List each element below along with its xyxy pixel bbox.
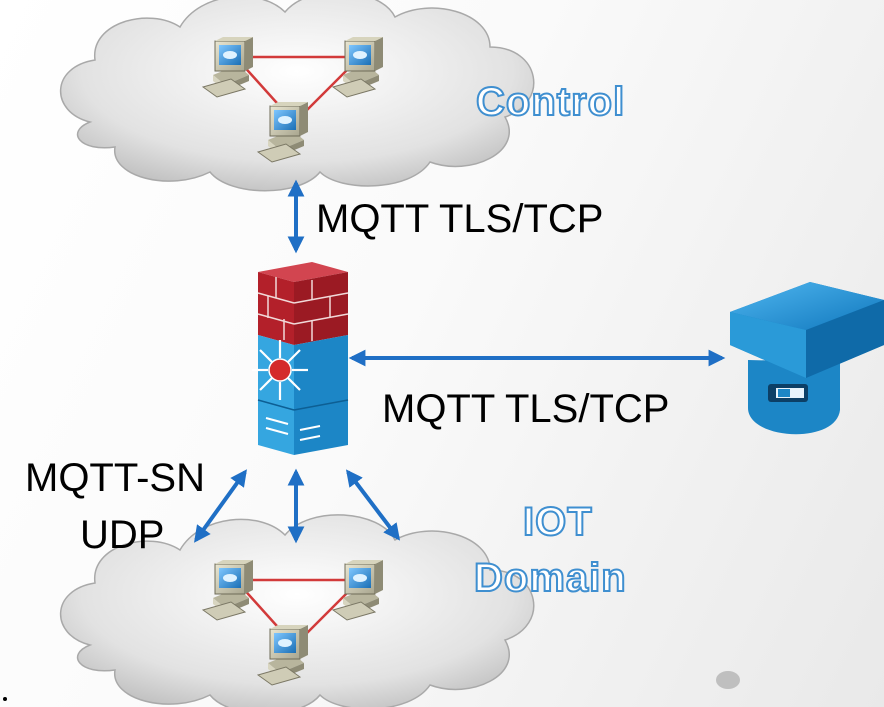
corner-dot: [3, 697, 7, 701]
arrow-iot-left: [194, 469, 247, 543]
cloud-icon: [59, 0, 535, 192]
control-cloud: [59, 0, 535, 192]
udp-label: UDP: [80, 513, 165, 557]
control-label: Control: [475, 79, 626, 125]
connection-arrows: [194, 179, 726, 544]
broker-device-icon: [730, 282, 884, 435]
mqtt-broker-label: MQTT TLS/TCP: [382, 387, 670, 431]
page-dot: [716, 671, 740, 689]
mqtt-control-label: MQTT TLS/TCP: [316, 197, 604, 241]
iot-cloud: [59, 514, 535, 707]
firewall-icon: [252, 262, 349, 455]
iot-label: IOT: [522, 499, 593, 545]
arrow-iot-right: [345, 469, 401, 541]
domain-label: Domain: [473, 555, 627, 601]
mqtt-sn-label: MQTT-SN: [25, 456, 205, 500]
